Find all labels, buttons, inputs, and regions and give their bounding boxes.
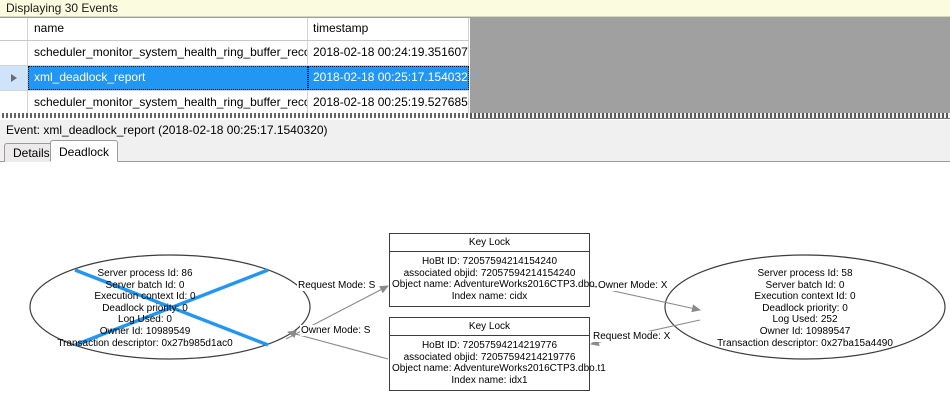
- row-selector-cell[interactable]: [0, 66, 28, 90]
- tab-details[interactable]: Details: [4, 143, 59, 162]
- tabstrip: Details Deadlock: [0, 139, 950, 162]
- events-grid[interactable]: name timestamp scheduler_monitor_system_…: [0, 18, 470, 119]
- victim-cross-marker: [74, 268, 269, 347]
- process-left-line-1: Server process Id: 86: [97, 268, 193, 279]
- cell-timestamp[interactable]: 2018-02-18 00:24:19.3516078: [308, 41, 469, 65]
- grid-header-selector-cell: [0, 18, 28, 40]
- cell-name[interactable]: scheduler_monitor_system_health_ring_buf…: [28, 41, 308, 65]
- edge-label-request-mode-x: Request Mode: X: [592, 331, 672, 342]
- resource-bottom-title: Key Lock: [390, 318, 589, 336]
- cell-timestamp[interactable]: 2018-02-18 00:25:19.5276859: [308, 91, 469, 115]
- process-node-right-ellipse: [664, 254, 946, 360]
- process-left-line-2: Server batch Id: 0: [105, 279, 185, 291]
- edge-label-request-mode-s: Request Mode: S: [297, 280, 377, 291]
- row-selected-arrow-icon: [10, 74, 17, 82]
- table-row[interactable]: scheduler_monitor_system_health_ring_buf…: [0, 41, 469, 66]
- process-right-line-4: Deadlock priority: 0: [762, 302, 848, 314]
- column-header-timestamp[interactable]: timestamp: [308, 18, 469, 40]
- edge-label-owner-mode-s: Owner Mode: S: [300, 325, 372, 336]
- deadlock-graph-svg: [29, 254, 946, 360]
- resource-bottom-line-2: associated objid: 72057594214219776: [403, 351, 576, 363]
- resource-bottom-line-1: HoBt ID: 72057594214219776: [421, 340, 558, 351]
- process-left-line-5: Log Used: 0: [118, 314, 172, 326]
- events-pane: Displaying 30 Events name timestamp sche…: [0, 0, 950, 119]
- resource-bottom-line-4: Index name: idx1: [451, 374, 528, 386]
- resource-node-key-lock-top[interactable]: Key Lock HoBt ID: 72057594214154240 asso…: [389, 233, 606, 308]
- resource-top-body: HoBt ID: 72057594214154240 associated ob…: [390, 252, 606, 306]
- row-selector-cell[interactable]: [0, 91, 28, 115]
- table-row-selected[interactable]: xml_deadlock_report 2018-02-18 00:25:17.…: [0, 66, 469, 91]
- process-right-line-1: Server process Id: 58: [757, 268, 853, 279]
- process-node-left-ellipse: [29, 254, 311, 360]
- process-right-line-7: Transaction descriptor: 0x27ba15a4490: [717, 337, 893, 349]
- process-right-line-5: Log Used: 252: [772, 314, 838, 326]
- process-node-right-text: Server process Id: 58 Server batch Id: 0…: [690, 268, 920, 349]
- edge-label-owner-mode-x: Owner Mode: X: [597, 280, 669, 291]
- resource-bottom-body: HoBt ID: 72057594214219776 associated ob…: [390, 336, 606, 390]
- resource-top-title: Key Lock: [390, 234, 589, 252]
- process-right-line-2: Server batch Id: 0: [765, 279, 845, 291]
- deadlock-graph-canvas[interactable]: Server process Id: 86 Server batch Id: 0…: [0, 162, 950, 400]
- resource-top-line-2: associated objid: 72057594214154240: [403, 267, 576, 279]
- process-left-line-3: Execution context Id: 0: [94, 291, 196, 303]
- process-left-line-6: Owner Id: 10989549: [99, 325, 191, 337]
- resource-node-key-lock-bottom[interactable]: Key Lock HoBt ID: 72057594214219776 asso…: [389, 317, 606, 392]
- resource-top-line-3: Object name: AdventureWorks2016CTP3.dbo.…: [392, 279, 606, 291]
- process-right-line-3: Execution context Id: 0: [754, 291, 856, 303]
- edge-owner-mode-s: [287, 330, 389, 360]
- resource-top-line-4: Index name: cidx: [451, 290, 528, 302]
- grid-header-row: name timestamp: [0, 18, 469, 41]
- process-left-line-7: Transaction descriptor: 0x27b985d1ac0: [57, 337, 233, 349]
- cell-name[interactable]: scheduler_monitor_system_health_ring_buf…: [28, 91, 308, 115]
- page-title: Event: xml_deadlock_report (2018-02-18 0…: [0, 120, 950, 139]
- pane-splitter[interactable]: [0, 113, 950, 118]
- cell-timestamp[interactable]: 2018-02-18 00:25:17.1540320: [308, 66, 469, 90]
- process-node-left-text: Server process Id: 86 Server batch Id: 0…: [30, 268, 260, 349]
- row-selector-cell[interactable]: [0, 41, 28, 65]
- status-banner: Displaying 30 Events: [0, 0, 950, 17]
- cell-name[interactable]: xml_deadlock_report: [28, 66, 308, 90]
- resource-bottom-line-3: Object name: AdventureWorks2016CTP3.dbo.…: [392, 363, 606, 375]
- column-header-name[interactable]: name: [28, 18, 308, 40]
- process-right-line-6: Owner Id: 10989547: [759, 325, 851, 337]
- resource-top-line-1: HoBt ID: 72057594214154240: [421, 256, 558, 267]
- tab-deadlock[interactable]: Deadlock: [50, 140, 119, 162]
- process-left-line-4: Deadlock priority: 0: [102, 302, 188, 314]
